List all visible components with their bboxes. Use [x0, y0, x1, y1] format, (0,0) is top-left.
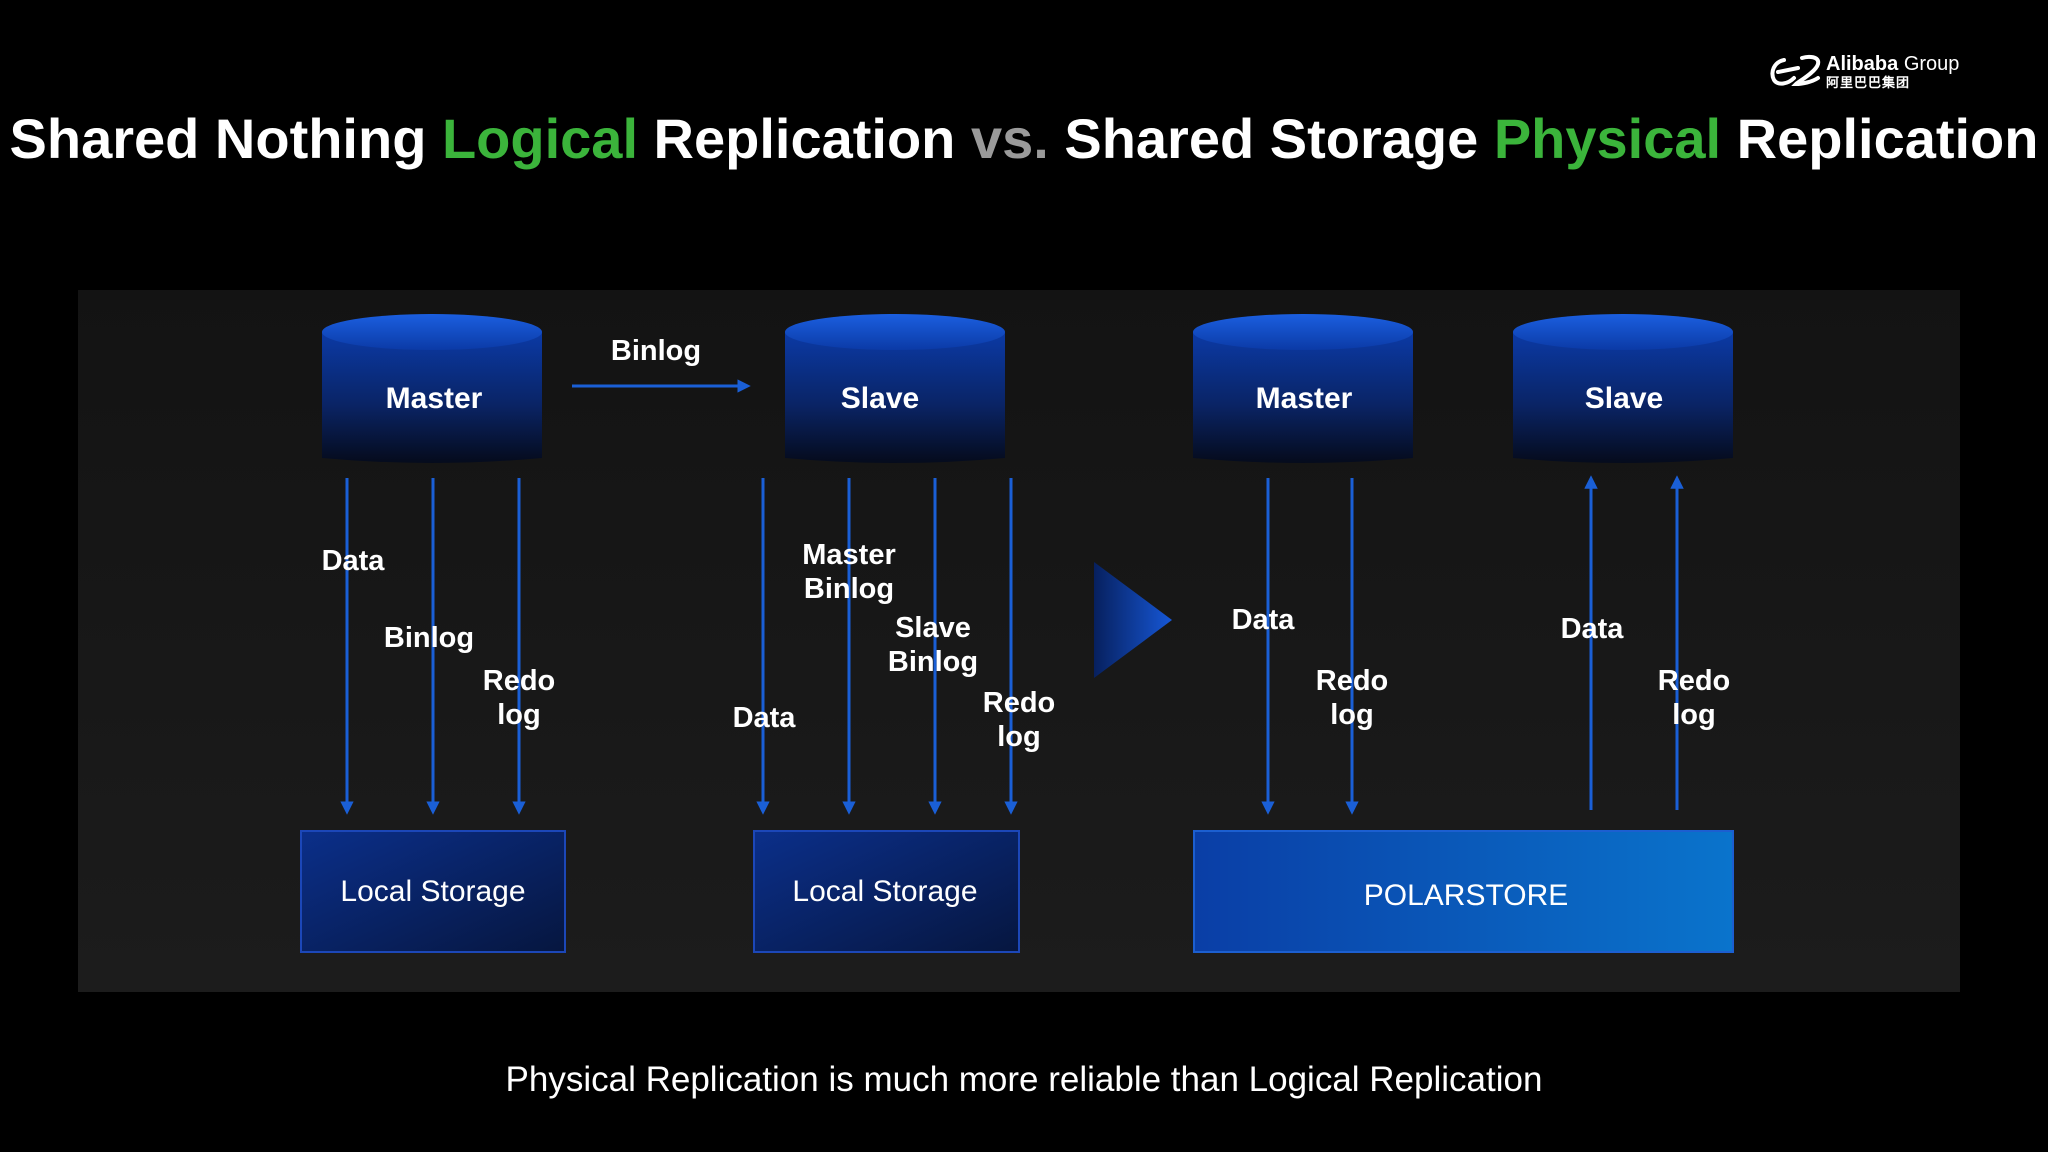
title-part-7: Replication	[1721, 107, 2039, 170]
left-master-data-label: Data	[322, 545, 386, 577]
left-master-node: Master	[322, 314, 542, 463]
alibaba-group-logo: Alibaba Group 阿里巴巴集团	[1768, 52, 1959, 90]
alibaba-logo-icon	[1770, 54, 1821, 87]
logo-text: Alibaba Group 阿里巴巴集团	[1826, 54, 1959, 89]
title-logical: Logical	[441, 107, 638, 170]
right-slave-label: Slave	[1585, 382, 1663, 415]
slide-caption: Physical Replication is much more reliab…	[505, 1060, 1543, 1099]
left-slave-slave-binlog-label-1: Slave	[895, 612, 971, 644]
left-slave-storage: Local Storage	[753, 830, 1020, 953]
left-master-storage-label: Local Storage	[340, 875, 525, 908]
right-slave-arrows: Data Redo log	[1561, 475, 1731, 810]
slide-title: Shared Nothing Logical Replication vs. S…	[0, 106, 2048, 171]
left-slave-data-label: Data	[733, 702, 797, 734]
transition-arrow-icon	[1094, 562, 1172, 678]
right-master-redo-label-1: Redo	[1316, 665, 1389, 697]
right-slave-data-label: Data	[1561, 613, 1625, 645]
left-master-redo-label-1: Redo	[483, 665, 556, 697]
left-master-arrows: Data Binlog Redo log	[322, 478, 556, 815]
left-slave-arrows: Data Master Binlog Slave Binlog Redo log	[733, 478, 1056, 815]
logo-name-bold: Alibaba	[1826, 52, 1899, 75]
right-slave-node: Slave	[1513, 314, 1733, 463]
left-slave-storage-label: Local Storage	[792, 875, 977, 908]
binlog-edge-label: Binlog	[611, 335, 701, 367]
right-slave-redo-label-1: Redo	[1658, 665, 1731, 697]
right-master-arrows: Data Redo log	[1232, 478, 1389, 815]
right-master-node: Master	[1193, 314, 1413, 463]
left-slave-node: Slave	[785, 314, 1005, 463]
left-slave-master-binlog-label-1: Master	[802, 539, 896, 571]
left-master-binlog-label: Binlog	[384, 622, 474, 654]
title-part-3: Replication	[638, 107, 971, 170]
polarstore-storage: POLARSTORE	[1193, 830, 1734, 953]
left-slave-master-binlog-label-2: Binlog	[804, 573, 894, 605]
title-part-1: Shared Nothing	[9, 107, 442, 170]
title-vs: vs.	[970, 107, 1049, 170]
logo-name-light: Group	[1903, 52, 1960, 75]
right-master-label: Master	[1256, 382, 1353, 415]
left-master-label: Master	[386, 382, 483, 415]
left-slave-redo-label-1: Redo	[983, 687, 1056, 719]
left-master-redo-label-2: log	[497, 699, 541, 731]
left-master-storage: Local Storage	[300, 830, 566, 953]
title-part-5: Shared Storage	[1048, 107, 1494, 170]
right-master-data-label: Data	[1232, 604, 1296, 636]
left-slave-label: Slave	[841, 382, 919, 415]
right-master-redo-label-2: log	[1330, 699, 1374, 731]
logo-name-cn: 阿里巴巴集团	[1826, 74, 1911, 90]
title-physical: Physical	[1493, 107, 1722, 170]
left-slave-redo-label-2: log	[997, 721, 1041, 753]
left-slave-slave-binlog-label-2: Binlog	[888, 646, 978, 678]
right-slave-redo-label-2: log	[1672, 699, 1716, 731]
binlog-replication-edge: Binlog	[572, 335, 751, 393]
polarstore-label: POLARSTORE	[1364, 879, 1569, 912]
